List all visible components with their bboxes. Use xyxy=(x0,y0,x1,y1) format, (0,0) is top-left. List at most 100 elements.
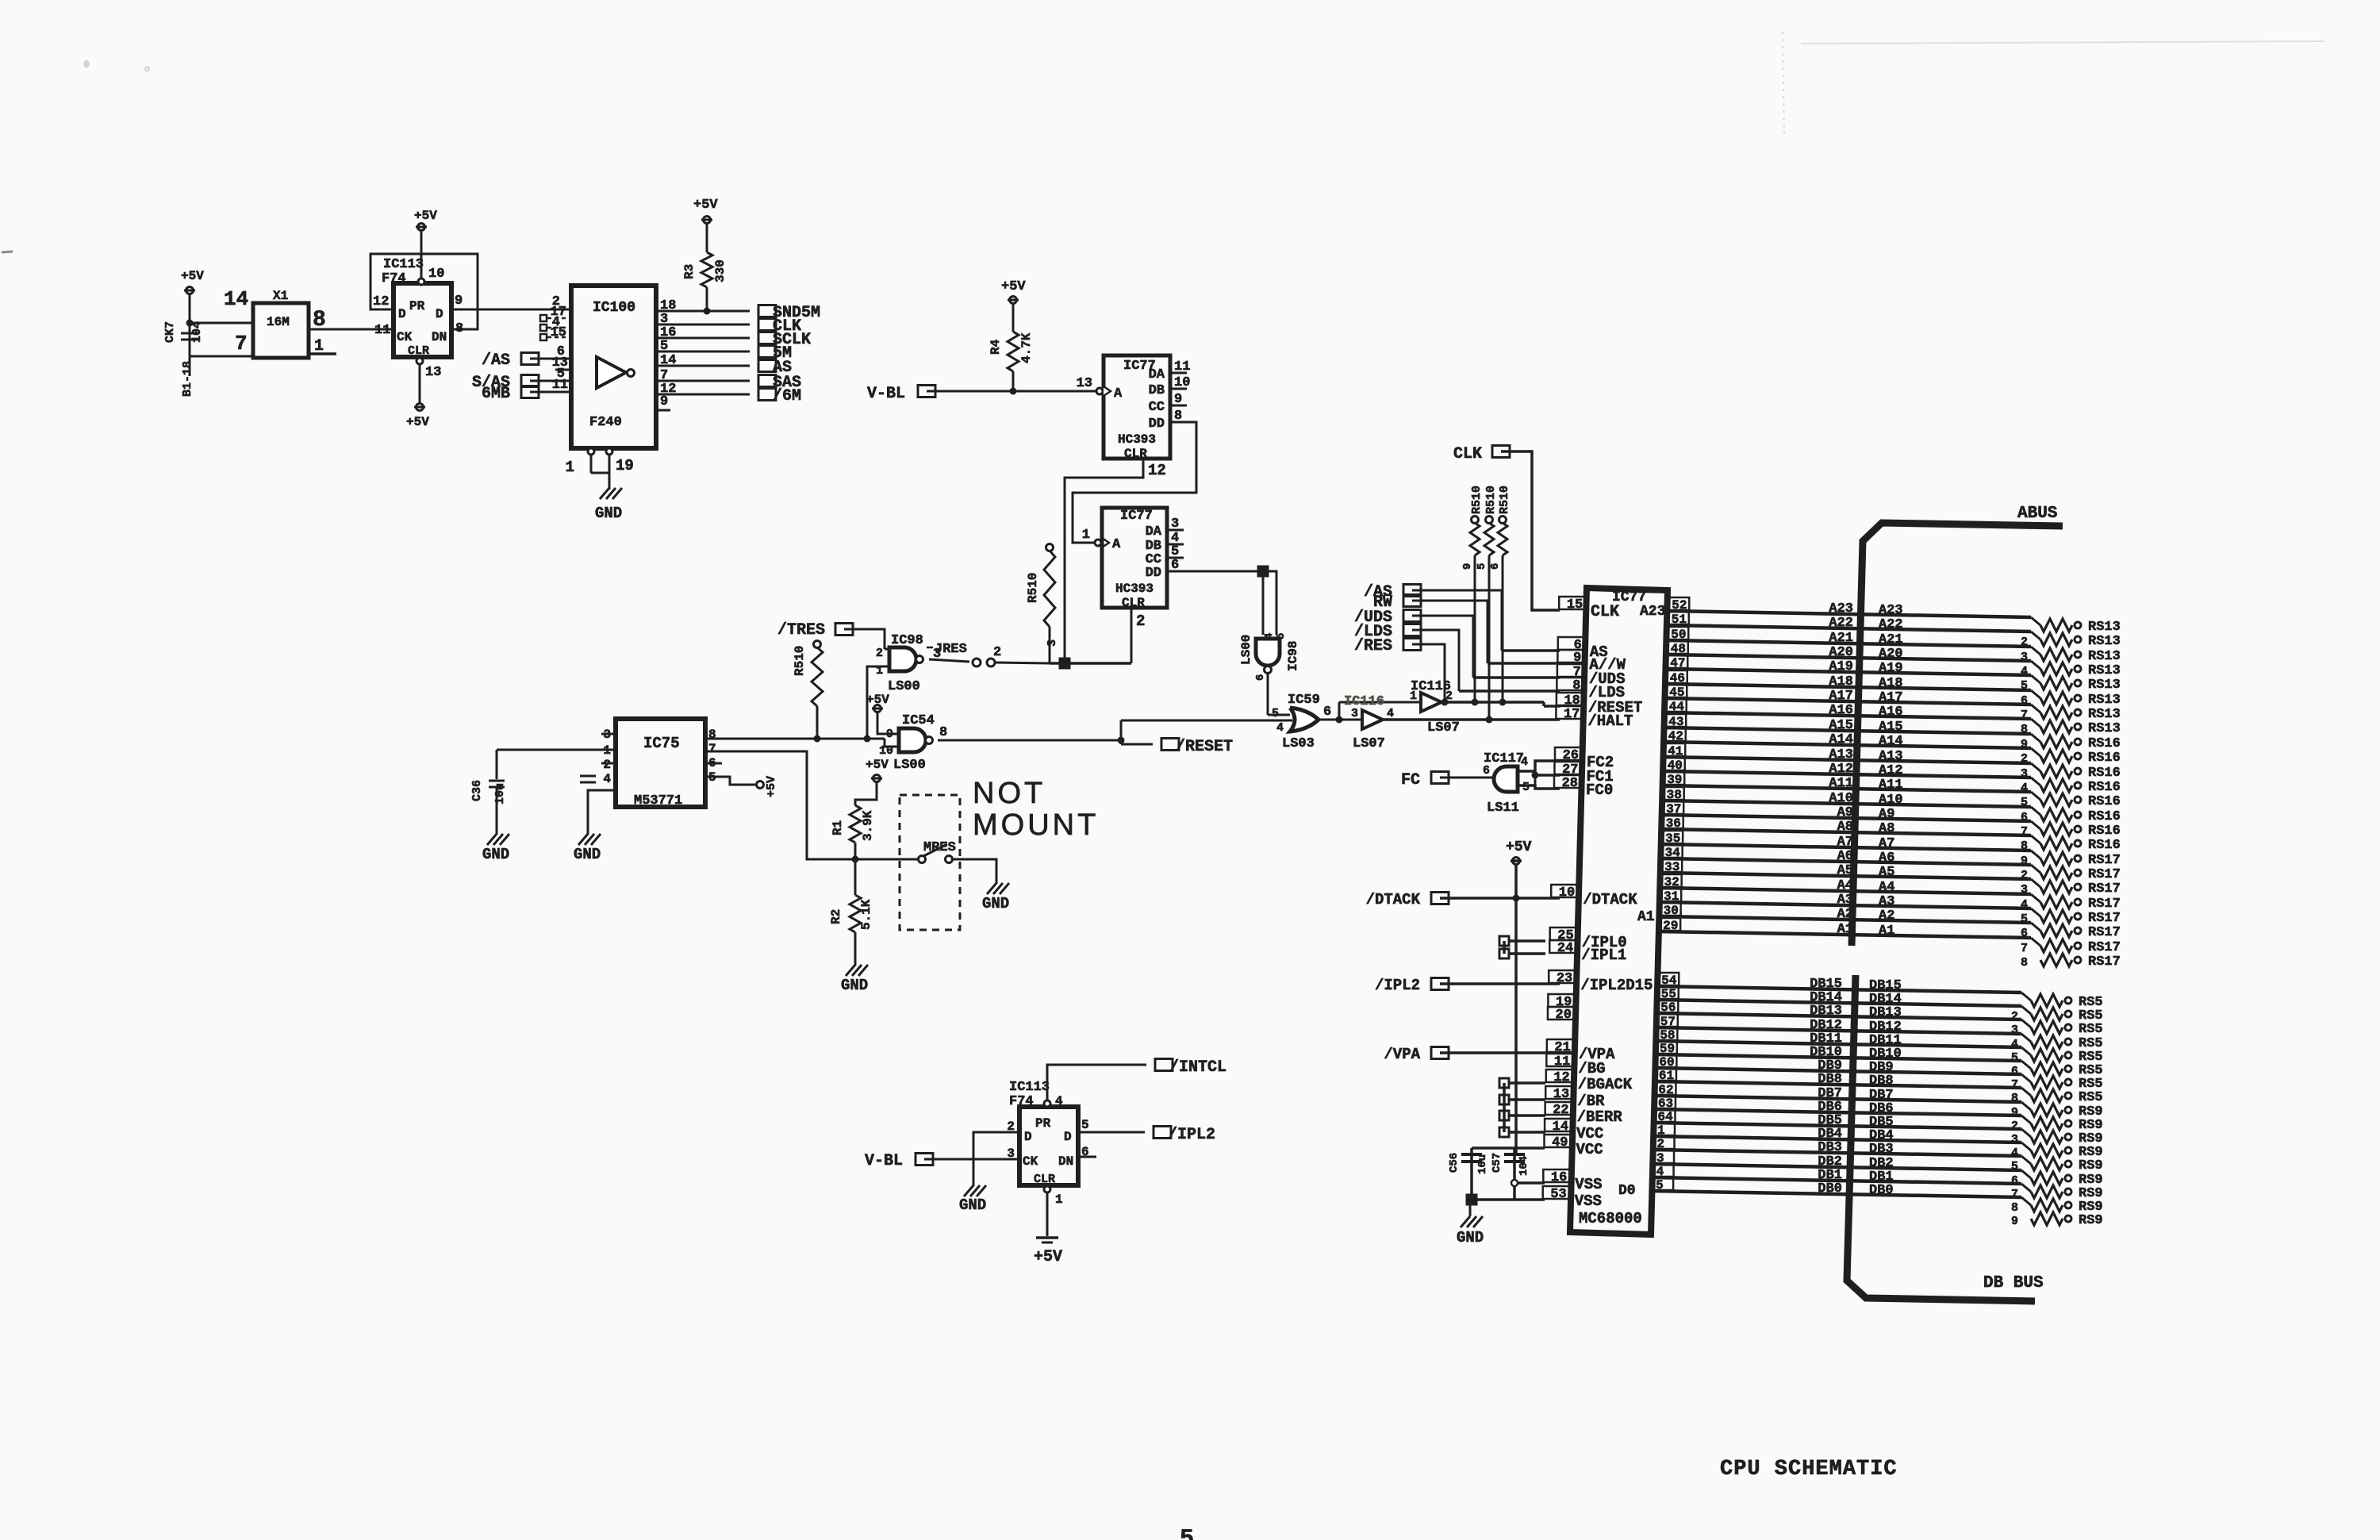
svg-text:DB6: DB6 xyxy=(1818,1100,1842,1115)
svg-text:5.1K: 5.1K xyxy=(859,899,873,930)
svg-text:IC77: IC77 xyxy=(1123,359,1156,374)
svg-text:CC: CC xyxy=(1149,400,1165,415)
svg-text:/DTACK: /DTACK xyxy=(1583,891,1637,908)
svg-text:60: 60 xyxy=(1659,1055,1674,1070)
svg-text:/6M: /6M xyxy=(773,387,801,405)
svg-text:GND: GND xyxy=(982,895,1009,912)
svg-text:RS17: RS17 xyxy=(2088,940,2121,955)
svg-text:10: 10 xyxy=(879,744,893,758)
svg-text:104: 104 xyxy=(190,321,204,343)
svg-text:A23: A23 xyxy=(1640,604,1665,620)
svg-text:59: 59 xyxy=(1660,1042,1675,1056)
svg-text:330: 330 xyxy=(713,259,727,282)
svg-text:LS00: LS00 xyxy=(1239,635,1253,665)
svg-text:+5V: +5V xyxy=(866,758,889,772)
svg-text:7: 7 xyxy=(708,742,716,756)
svg-text:/UDS: /UDS xyxy=(1354,609,1392,627)
svg-text:DB7: DB7 xyxy=(1869,1088,1894,1103)
svg-text:FC1: FC1 xyxy=(1586,768,1613,785)
svg-text:5: 5 xyxy=(1180,1526,1194,1540)
svg-text:AS: AS xyxy=(1590,643,1608,661)
svg-text:2: 2 xyxy=(876,647,883,660)
svg-text:6: 6 xyxy=(1323,705,1331,720)
svg-text:R1: R1 xyxy=(831,820,845,835)
svg-text:9: 9 xyxy=(455,294,463,309)
svg-text:A22: A22 xyxy=(1829,616,1853,631)
svg-text:A21: A21 xyxy=(1829,631,1853,646)
svg-text:0: 0 xyxy=(83,59,90,71)
svg-text:4: 4 xyxy=(2021,898,2028,912)
svg-text:DB11: DB11 xyxy=(1810,1031,1842,1047)
svg-text:9: 9 xyxy=(2011,1215,2018,1228)
svg-text:5: 5 xyxy=(1275,633,1288,639)
svg-text:30: 30 xyxy=(1664,904,1679,918)
svg-text:58: 58 xyxy=(1660,1028,1675,1043)
svg-text:2: 2 xyxy=(1136,613,1145,630)
svg-text:4: 4 xyxy=(2011,1146,2018,1160)
svg-text:5: 5 xyxy=(1476,563,1488,570)
svg-text:1: 1 xyxy=(1410,689,1417,703)
svg-text:DB8: DB8 xyxy=(1869,1073,1894,1089)
svg-text:4: 4 xyxy=(1276,721,1284,735)
svg-text:5: 5 xyxy=(2021,912,2028,926)
svg-text:6: 6 xyxy=(1171,558,1179,573)
svg-text:CLK: CLK xyxy=(1591,603,1619,621)
svg-text:A14: A14 xyxy=(1829,732,1853,747)
svg-text:11: 11 xyxy=(552,378,568,393)
svg-text:13: 13 xyxy=(552,355,568,371)
svg-text:DB5: DB5 xyxy=(1818,1113,1842,1128)
svg-text:6: 6 xyxy=(1081,1145,1089,1159)
svg-text:+5V: +5V xyxy=(181,269,204,283)
svg-text:/TRES: /TRES xyxy=(777,621,825,639)
svg-text:RS9: RS9 xyxy=(2079,1200,2103,1215)
svg-text:6: 6 xyxy=(1254,674,1267,681)
svg-text:11: 11 xyxy=(1554,1054,1570,1070)
svg-text:6: 6 xyxy=(1574,638,1582,653)
svg-text:RS17: RS17 xyxy=(2088,853,2121,868)
svg-text:2: 2 xyxy=(2011,1010,2018,1023)
svg-text:A13: A13 xyxy=(1879,749,1903,764)
svg-text:DA: DA xyxy=(1146,524,1162,540)
svg-text:6: 6 xyxy=(2021,927,2028,940)
svg-text:2: 2 xyxy=(1007,1119,1015,1134)
svg-text:6: 6 xyxy=(1489,563,1502,570)
svg-text:9: 9 xyxy=(1461,563,1474,570)
svg-text:CLR: CLR xyxy=(1122,596,1145,610)
svg-text:4: 4 xyxy=(1055,1094,1063,1108)
svg-text:3: 3 xyxy=(2011,1023,2018,1037)
svg-text:GND: GND xyxy=(1457,1229,1484,1246)
svg-text:3: 3 xyxy=(1171,517,1179,532)
svg-text:/BR: /BR xyxy=(1577,1093,1605,1110)
svg-text:DB3: DB3 xyxy=(1818,1140,1842,1155)
svg-text:R510: R510 xyxy=(1484,486,1498,514)
svg-text:2: 2 xyxy=(2021,636,2028,649)
svg-text:FC: FC xyxy=(1401,771,1420,789)
svg-text:20: 20 xyxy=(1556,1008,1572,1023)
svg-text:NOT: NOT xyxy=(973,777,1046,810)
svg-text:RS17: RS17 xyxy=(2088,911,2121,926)
svg-text:3: 3 xyxy=(2021,651,2028,664)
svg-text:CPU SCHEMATIC: CPU SCHEMATIC xyxy=(1720,1457,1898,1481)
svg-text:3: 3 xyxy=(2021,883,2028,897)
svg-text:6: 6 xyxy=(2021,811,2028,824)
svg-text:RS5: RS5 xyxy=(2079,995,2103,1010)
svg-text:LS07: LS07 xyxy=(1353,736,1385,751)
svg-text:18: 18 xyxy=(660,298,676,313)
svg-text:A17: A17 xyxy=(1879,690,1903,705)
svg-text:DB1: DB1 xyxy=(1818,1168,1842,1183)
svg-text:SAS: SAS xyxy=(773,374,801,392)
svg-text:RS5: RS5 xyxy=(2079,1036,2103,1051)
svg-text:RS5: RS5 xyxy=(2079,1022,2103,1037)
svg-text:40: 40 xyxy=(1668,758,1683,773)
svg-text:RS16: RS16 xyxy=(2088,824,2121,839)
svg-text:21: 21 xyxy=(1554,1040,1570,1055)
svg-text:/IPL1: /IPL1 xyxy=(1581,947,1626,964)
svg-text:/DTACK: /DTACK xyxy=(1366,891,1421,908)
svg-text:D: D xyxy=(436,307,443,321)
svg-text:LS11: LS11 xyxy=(1487,801,1519,816)
svg-text:9: 9 xyxy=(2011,1106,2018,1119)
svg-text:5: 5 xyxy=(2021,796,2028,809)
svg-text:2: 2 xyxy=(993,645,1001,660)
svg-text:64: 64 xyxy=(1657,1110,1673,1124)
svg-text:4.7K: 4.7K xyxy=(1019,332,1034,363)
